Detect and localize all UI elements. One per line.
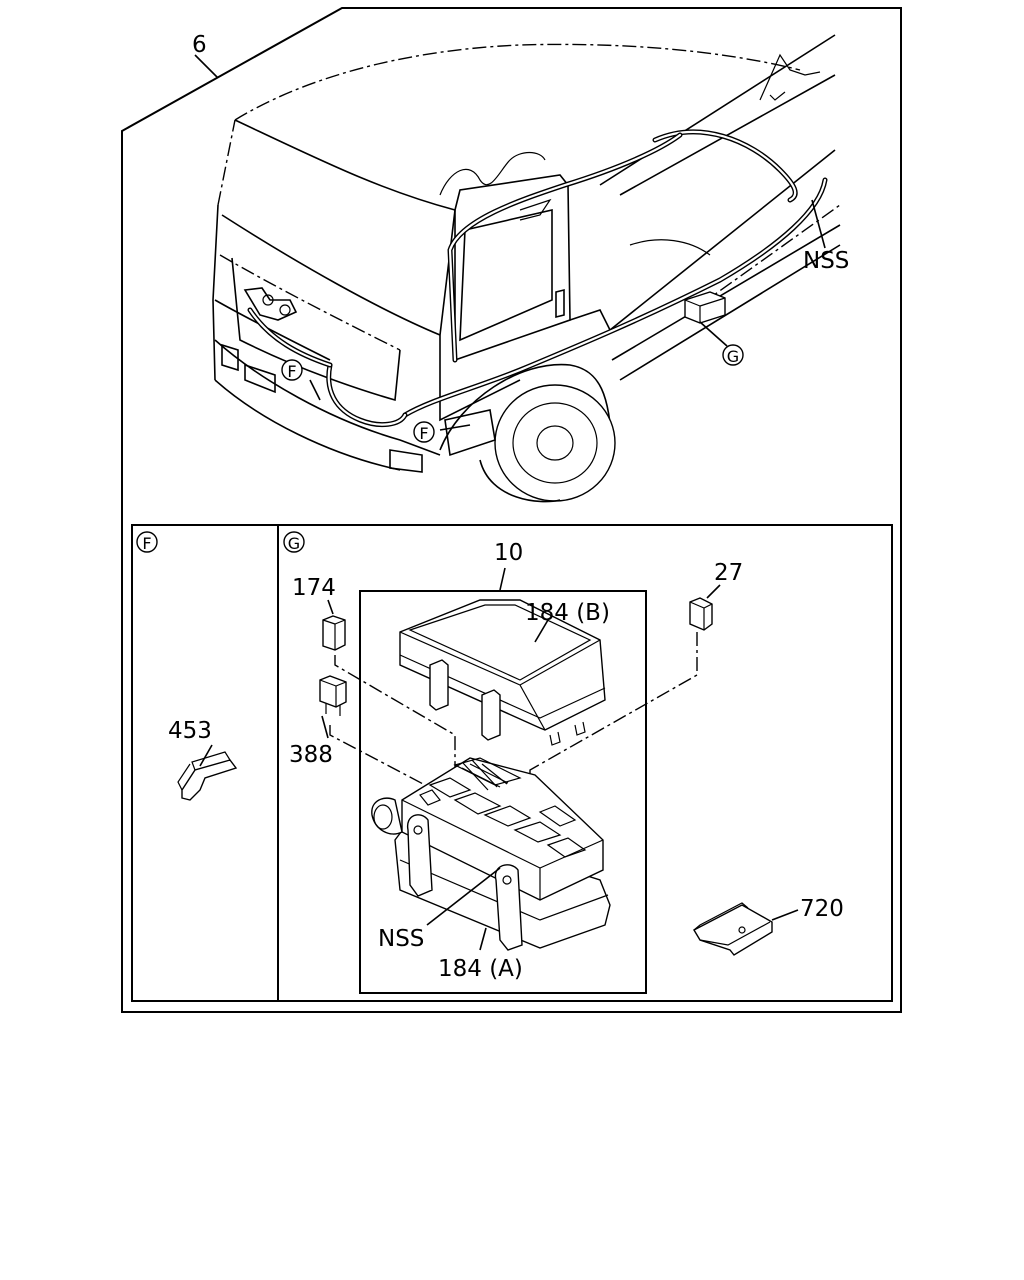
truck-illustration	[212, 34, 841, 503]
fuse-box-body-part	[371, 757, 611, 951]
clip-453-part	[177, 744, 238, 801]
bracket-720-label: 720	[800, 896, 844, 922]
fuse-27-label: 27	[714, 560, 743, 586]
detail-f-tag: F	[136, 531, 158, 553]
callout-g-top-letter: G	[727, 347, 739, 366]
callout-f-1: F	[281, 359, 303, 381]
relay-174-part	[322, 599, 346, 651]
outer-frame	[121, 7, 902, 1013]
fuse-box-number-label: 10	[494, 540, 523, 566]
detail-panels	[131, 524, 893, 1002]
nss-top-label: NSS	[803, 248, 849, 274]
callout-f-2-letter: F	[419, 424, 428, 443]
relay-388-part	[319, 675, 347, 739]
detail-f-letter: F	[142, 534, 151, 553]
cover-184b-part	[399, 599, 606, 746]
assembly-number-label: 6	[192, 32, 207, 58]
detail-g-letter: G	[288, 534, 300, 553]
base-184a-label: 184 (A)	[438, 956, 523, 982]
callout-g-top: G	[722, 344, 744, 366]
relay-174-label: 174	[292, 575, 336, 601]
cover-184b-label: 184 (B)	[525, 600, 610, 626]
bracket-720-part	[693, 902, 799, 956]
relay-388-label: 388	[289, 742, 333, 768]
callout-f-2: F	[413, 421, 435, 443]
nss-fuse-box-label: NSS	[378, 926, 424, 952]
fuse-27-part	[689, 584, 721, 631]
callout-f-1-letter: F	[287, 362, 296, 381]
detail-g-tag: G	[283, 531, 305, 553]
clip-453-label: 453	[168, 718, 212, 744]
